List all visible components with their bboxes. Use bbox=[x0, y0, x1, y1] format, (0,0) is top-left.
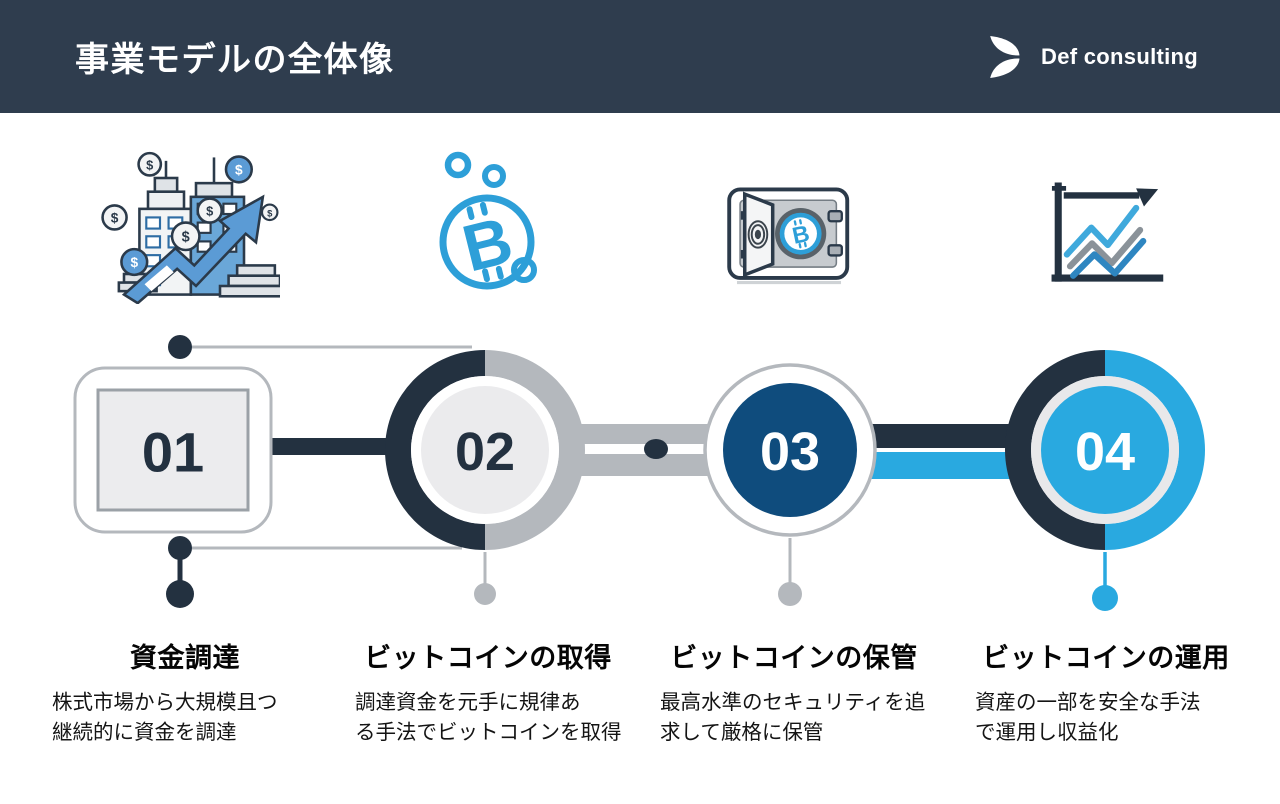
step1-desc-line2: 継続的に資金を調達 bbox=[52, 720, 237, 744]
dollar-coins: $ $ $ $ $ $ $ bbox=[101, 151, 279, 277]
svg-text:B: B bbox=[790, 220, 812, 249]
dot-below-step4 bbox=[1092, 585, 1118, 611]
step-node-04: 04 bbox=[1005, 350, 1205, 550]
step2-desc-line2: る手法でビットコインを取得 bbox=[355, 720, 622, 744]
step-node-01: 01 bbox=[73, 366, 273, 534]
dot-below-step3 bbox=[778, 582, 802, 606]
step4-title: ビットコインの運用 bbox=[982, 643, 1230, 673]
step4-description: 資産の一部を安全な手法 で運用し収益化 bbox=[975, 688, 1201, 747]
buildings-coins-growth-icon: $ $ $ $ $ $ $ bbox=[101, 151, 280, 304]
step1-title: 資金調達 bbox=[130, 643, 240, 673]
svg-text:$: $ bbox=[111, 211, 119, 226]
step4-desc-line2: で運用し収益化 bbox=[975, 720, 1119, 744]
vault-door bbox=[740, 191, 775, 278]
process-stepper: 01 02 03 04 bbox=[73, 335, 1205, 611]
brand-name: Def consulting bbox=[1041, 43, 1198, 69]
step-node-02: 02 bbox=[385, 350, 585, 550]
dot-above-step1 bbox=[168, 335, 192, 359]
svg-text:$: $ bbox=[182, 229, 190, 245]
arrow-head bbox=[1136, 188, 1159, 207]
growth-chart-icon bbox=[1051, 182, 1164, 282]
brand-logo: Def consulting bbox=[987, 35, 1198, 79]
svg-text:$: $ bbox=[130, 255, 138, 270]
svg-text:$: $ bbox=[235, 163, 243, 178]
dot-below-step2 bbox=[474, 583, 496, 605]
step3-description: 最高水準のセキュリティを追 求して厳格に保管 bbox=[660, 688, 925, 747]
connector-1-2 bbox=[266, 438, 400, 455]
step3-desc-line1: 最高水準のセキュリティを追 bbox=[660, 691, 926, 714]
leaf-logo-icon bbox=[990, 35, 1020, 78]
dot-below-step1-end bbox=[166, 580, 194, 608]
header-bar: 事業モデルの全体像 Def consulting bbox=[0, 0, 1280, 113]
bitcoin-coin-icon: B bbox=[439, 151, 537, 290]
step2-desc-line1: 調達資金を元手に規律あ bbox=[355, 691, 581, 714]
step3-title: ビットコインの保管 bbox=[670, 643, 918, 673]
step4-desc-line1: 資産の一部を安全な手法 bbox=[975, 691, 1201, 714]
svg-text:$: $ bbox=[206, 204, 213, 219]
safe-vault-bitcoin-icon: B bbox=[727, 187, 850, 285]
step2-description: 調達資金を元手に規律あ る手法でビットコインを取得 bbox=[355, 688, 622, 747]
svg-text:$: $ bbox=[267, 208, 273, 219]
step2-title: ビットコインの取得 bbox=[364, 643, 612, 673]
step-number-03: 03 bbox=[760, 422, 820, 482]
svg-text:$: $ bbox=[146, 157, 153, 172]
step-node-03: 03 bbox=[703, 363, 877, 537]
step3-desc-line2: 求して厳格に保管 bbox=[660, 720, 824, 744]
step-number-02: 02 bbox=[455, 422, 515, 482]
step-number-01: 01 bbox=[142, 421, 204, 484]
step-number-04: 04 bbox=[1075, 422, 1135, 482]
step1-desc-line1: 株式市場から大規模且つ bbox=[52, 691, 278, 714]
connector-2-3 bbox=[578, 424, 708, 476]
bitcoin-b-symbol: B bbox=[455, 201, 520, 286]
connector-3-4 bbox=[868, 424, 1010, 479]
dot-below-step1 bbox=[168, 536, 192, 560]
vault-bitcoin-medal: B bbox=[775, 208, 827, 260]
step1-description: 株式市場から大規模且つ 継続的に資金を調達 bbox=[52, 688, 278, 747]
page-title: 事業モデルの全体像 bbox=[75, 41, 395, 79]
